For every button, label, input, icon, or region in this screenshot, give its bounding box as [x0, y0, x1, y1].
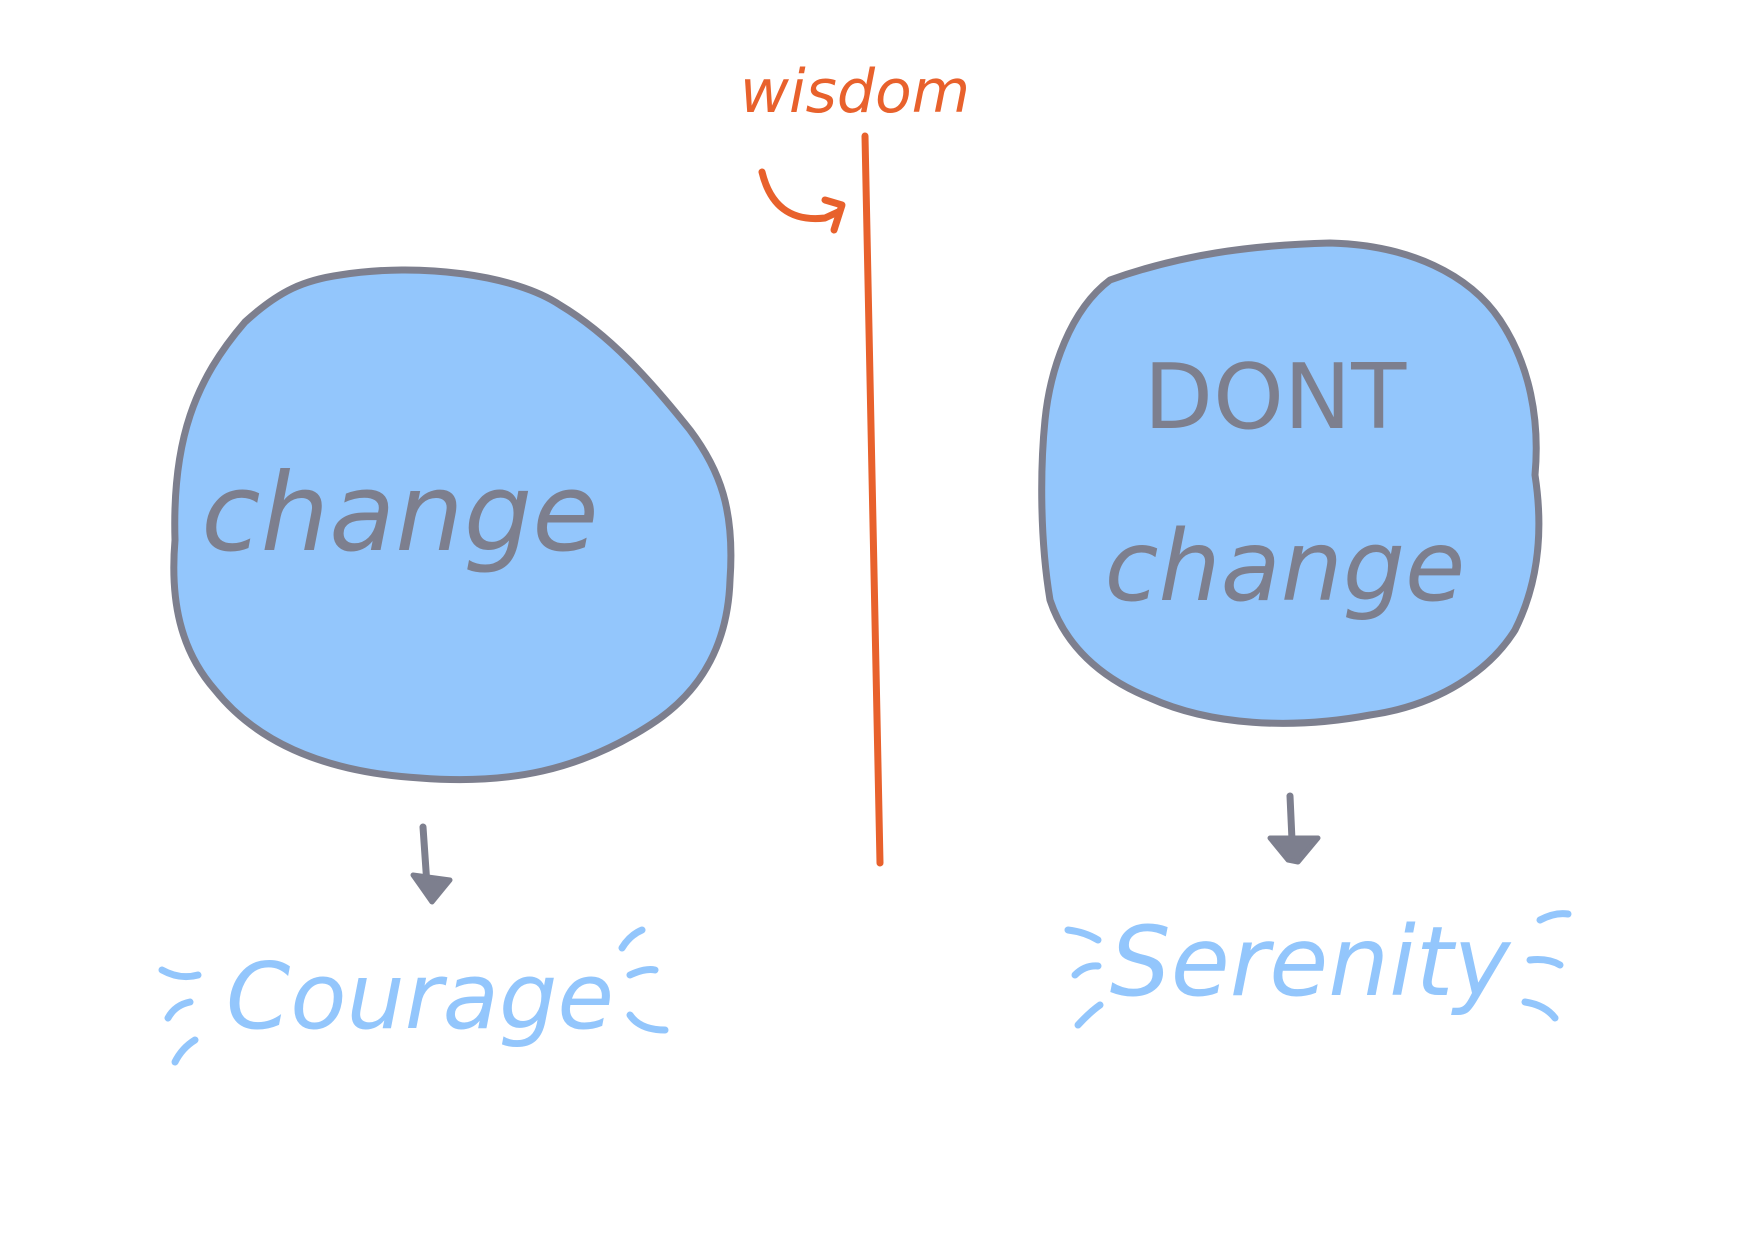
serenity-outcome: Serenity: [1064, 906, 1572, 1029]
left-down-arrow-icon: [410, 823, 453, 905]
right-dont-change-circle: DONT change: [1038, 239, 1543, 727]
serenity-left-sparkle-icon: [1064, 926, 1104, 1029]
right-circle-blob: [1038, 239, 1543, 727]
wisdom-arrowhead-icon: [821, 196, 846, 234]
serenity-label: Serenity: [1110, 906, 1512, 1018]
wisdom-label: wisdom: [740, 57, 970, 127]
wisdom-divider-line: [861, 132, 884, 867]
serenity-right-sparkle-icon: [1521, 910, 1572, 1022]
left-circle-blob: [170, 266, 735, 784]
left-circle-label: change: [201, 451, 598, 576]
courage-label: Courage: [226, 943, 614, 1050]
left-change-circle: change: [170, 266, 735, 784]
right-circle-label-bottom: change: [1105, 510, 1466, 624]
courage-left-sparkle-icon: [158, 966, 202, 1066]
courage-outcome: Courage: [158, 926, 669, 1066]
right-down-arrow-icon: [1267, 792, 1321, 865]
wisdom-group: wisdom: [740, 57, 970, 867]
courage-right-sparkle-icon: [618, 926, 669, 1034]
wisdom-curved-arrow-icon: [758, 168, 842, 223]
right-circle-label-top: DONT: [1144, 345, 1407, 450]
